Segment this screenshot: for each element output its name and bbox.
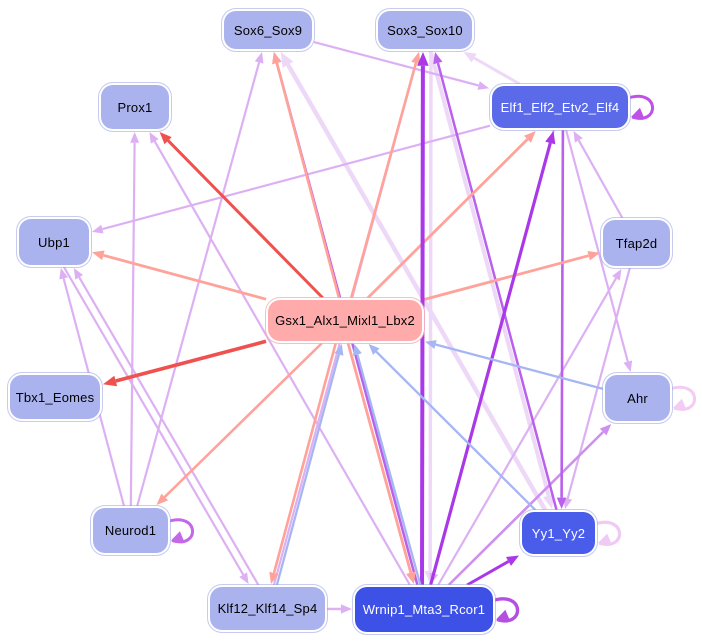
edge-sox6-elf1 [313,41,479,87]
node-klf12[interactable]: Klf12_Klf14_Sp4 [210,587,325,630]
node-ahr[interactable]: Ahr [605,375,670,421]
self-loop-elf1 [627,94,654,120]
edge-yy1-sox3 [436,62,558,511]
arrowhead-klf12-gsx1 [334,344,344,356]
arrowhead-wrnip1-ahr [599,424,612,436]
edge-gsx1-neurod1 [163,342,323,498]
arrowhead-yy1-sox6 [280,52,294,68]
edge-elf1-ahr [565,129,629,362]
self-loop-yy1 [594,520,622,546]
arrowhead-gsx1-sox3 [411,52,421,65]
arrowhead-elf1-ubp1 [92,224,104,234]
arrowhead-elf1-sox3 [463,52,477,63]
node-tfap2d[interactable]: Tfap2d [603,220,670,266]
edge-neurod1-prox1 [129,142,136,507]
edge-gsx1-tbx1 [115,339,267,383]
node-prox1[interactable]: Prox1 [101,85,169,129]
self-loop-arrowhead-wrnip1 [496,609,510,620]
node-elf1[interactable]: Elf1_Elf2_Etv2_Elf4 [492,86,628,128]
arrowhead-wrnip1-elf1 [545,131,556,145]
arrowhead-neurod1-prox1 [130,132,140,143]
arrowhead-wrnip1-prox1 [149,132,159,144]
arrowhead-wrnip1-sox3 [417,52,429,66]
edge-gsx1-prox1 [167,139,324,300]
node-tbx1[interactable]: Tbx1_Eomes [10,375,100,419]
edge-wrnip1-prox1 [153,140,411,586]
edge-gsx1-klf12 [272,342,338,574]
self-loop-wrnip1 [492,597,520,623]
self-loop-neurod1 [167,518,194,544]
self-loop-arrowhead-yy1 [598,533,612,543]
edge-gsx1-tfap2d [423,254,589,301]
arrowhead-sox6-elf1 [477,81,489,90]
arrowhead-tfap2d-yy1 [563,497,573,509]
self-loop-arrowhead-elf1 [631,107,644,117]
node-neurod1[interactable]: Neurod1 [93,508,168,553]
edge-ahr-gsx1 [435,343,604,391]
arrowhead-gsx1-tfap2d [587,251,600,261]
edge-yy1-sox6 [286,63,548,512]
edge-elf1-ubp1 [102,124,491,231]
arrowhead-gsx1-elf1 [524,131,536,143]
node-gsx1[interactable]: Gsx1_Alx1_Mixl1_Lbx2 [268,300,422,341]
arrowhead-sox3-yy1 [543,494,555,509]
arrowhead-ubp1-klf12 [239,572,249,584]
arrowhead-gsx1-tbx1 [103,375,118,387]
arrowhead-gsx1-wrnip1 [406,571,416,584]
edge-tfap2d-yy1 [566,267,631,499]
edge-wrnip1-sox3 [420,65,425,586]
arrowhead-elf1-yy1 [556,497,567,509]
node-sox3[interactable]: Sox3_Sox10 [378,11,472,49]
node-sox6[interactable]: Sox6_Sox9 [224,11,312,49]
arrowhead-tfap2d-elf1 [573,131,583,143]
arrowhead-gsx1-ubp1 [92,250,105,261]
arrowhead-klf12-ubp1 [73,268,84,280]
arrowhead-wrnip1-tfap2d [612,269,622,281]
arrowhead-gsx1-klf12 [269,571,279,584]
arrowhead-ahr-gsx1 [425,340,437,349]
arrowhead-wrnip1-gsx1 [353,344,362,356]
arrowhead-yy1-sox3 [433,52,443,65]
edge-tfap2d-elf1 [577,139,624,219]
node-wrnip1[interactable]: Wrnip1_Mta3_Rcor1 [355,587,493,632]
edge-wrnip1-yy1 [466,560,510,587]
node-yy1[interactable]: Yy1_Yy2 [522,512,595,554]
edge-yy1-gsx1 [375,350,537,511]
edge-wrnip1-ahr [447,431,605,586]
edge-gsx1-sox3 [349,62,418,299]
arrowhead-klf12-wrnip1 [340,604,352,614]
edge-gsx1-sox6 [275,62,341,299]
arrowhead-gsx1-prox1 [159,132,172,145]
edge-neurod1-sox6 [136,62,261,507]
edge-ubp1-klf12 [62,266,245,576]
edge-klf12-ubp1 [78,276,260,586]
arrowhead-gsx1-neurod1 [156,493,169,505]
arrowhead-gsx1-sox6 [272,52,282,65]
self-loop-arrowhead-neurod1 [171,531,184,541]
edge-klf12-gsx1 [275,354,341,586]
edge-elf1-yy1 [560,129,565,498]
edge-gsx1-elf1 [366,138,529,299]
edge-wrnip1-tfap2d [437,277,617,586]
edge-elf1-sox3 [473,56,521,86]
edge-gsx1-wrnip1 [346,342,413,574]
edge-wrnip1-gsx1 [356,354,422,586]
self-loop-ahr [669,385,696,411]
arrowhead-neurod1-sox6 [254,52,264,64]
arrowhead-neurod1-ubp1 [59,268,68,280]
node-ubp1[interactable]: Ubp1 [19,219,89,265]
arrowhead-elf1-ahr [623,360,633,372]
self-loop-arrowhead-ahr [673,398,686,408]
edge-gsx1-ubp1 [103,253,267,301]
arrowhead-yy1-gsx1 [368,344,380,355]
edge-sox3-yy1 [428,50,551,497]
edge-sox3-wrnip1 [428,50,433,572]
arrowhead-wrnip1-yy1 [506,555,519,566]
edge-wrnip1-elf1 [429,142,552,586]
